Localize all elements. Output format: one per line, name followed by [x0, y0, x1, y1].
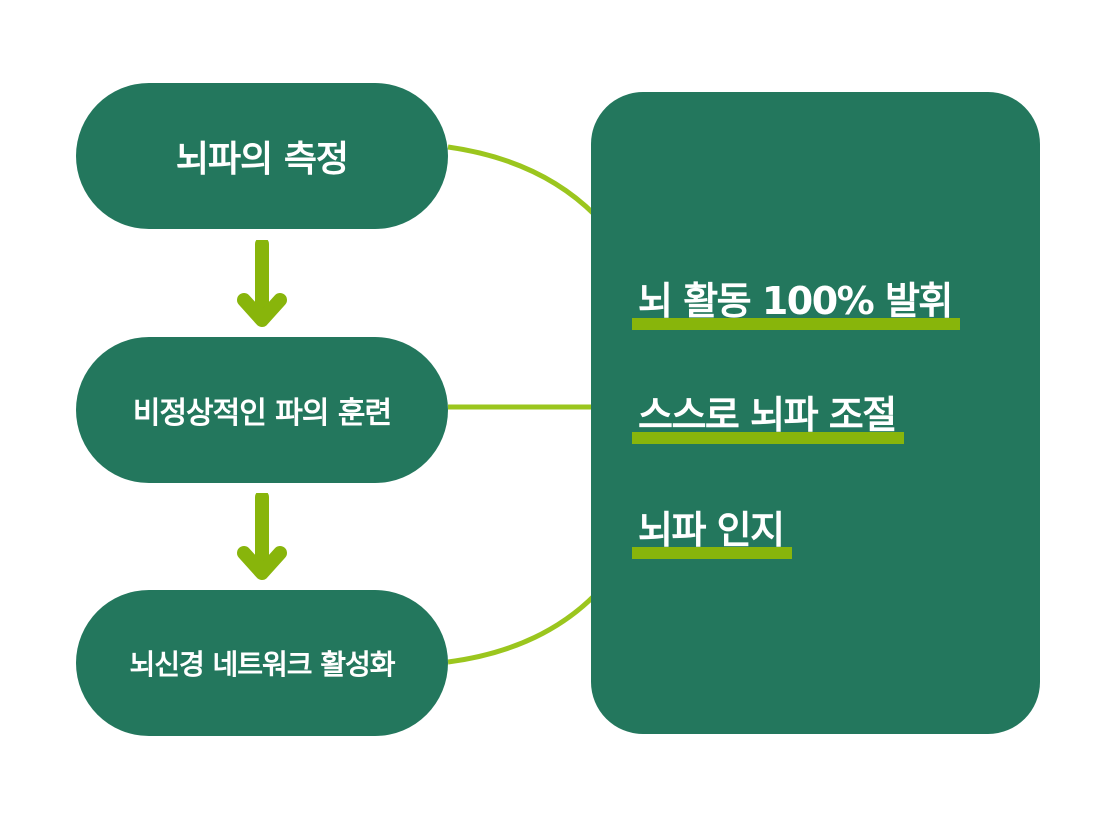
- outcome-item: 뇌파 인지: [632, 508, 792, 559]
- connector-curve-top: [447, 144, 597, 217]
- highlight-underline: [632, 318, 960, 330]
- outcome-label: 스스로 뇌파 조절: [638, 393, 897, 437]
- step-neural-network-activation: 뇌신경 네트워크 활성화: [76, 590, 448, 736]
- outcome-panel: [591, 92, 1040, 734]
- step-label: 뇌파의 측정: [175, 139, 349, 180]
- highlight-underline: [632, 432, 904, 444]
- step-label: 뇌신경 네트워크 활성화: [129, 648, 395, 681]
- step-label: 비정상적인 파의 훈련: [132, 396, 392, 431]
- step-abnormal-wave-training: 비정상적인 파의 훈련: [76, 337, 448, 483]
- arrow-down-icon: [237, 240, 287, 327]
- outcome-item: 뇌 활동 100% 발휘: [632, 279, 960, 330]
- outcome-label: 뇌파 인지: [638, 508, 785, 552]
- connector-curve-bottom: [447, 593, 597, 665]
- highlight-underline: [632, 547, 792, 559]
- arrow-down-icon: [237, 493, 287, 580]
- outcome-item: 스스로 뇌파 조절: [632, 393, 904, 444]
- step-brainwave-measurement: 뇌파의 측정: [76, 83, 448, 229]
- outcome-label: 뇌 활동 100% 발휘: [638, 279, 953, 323]
